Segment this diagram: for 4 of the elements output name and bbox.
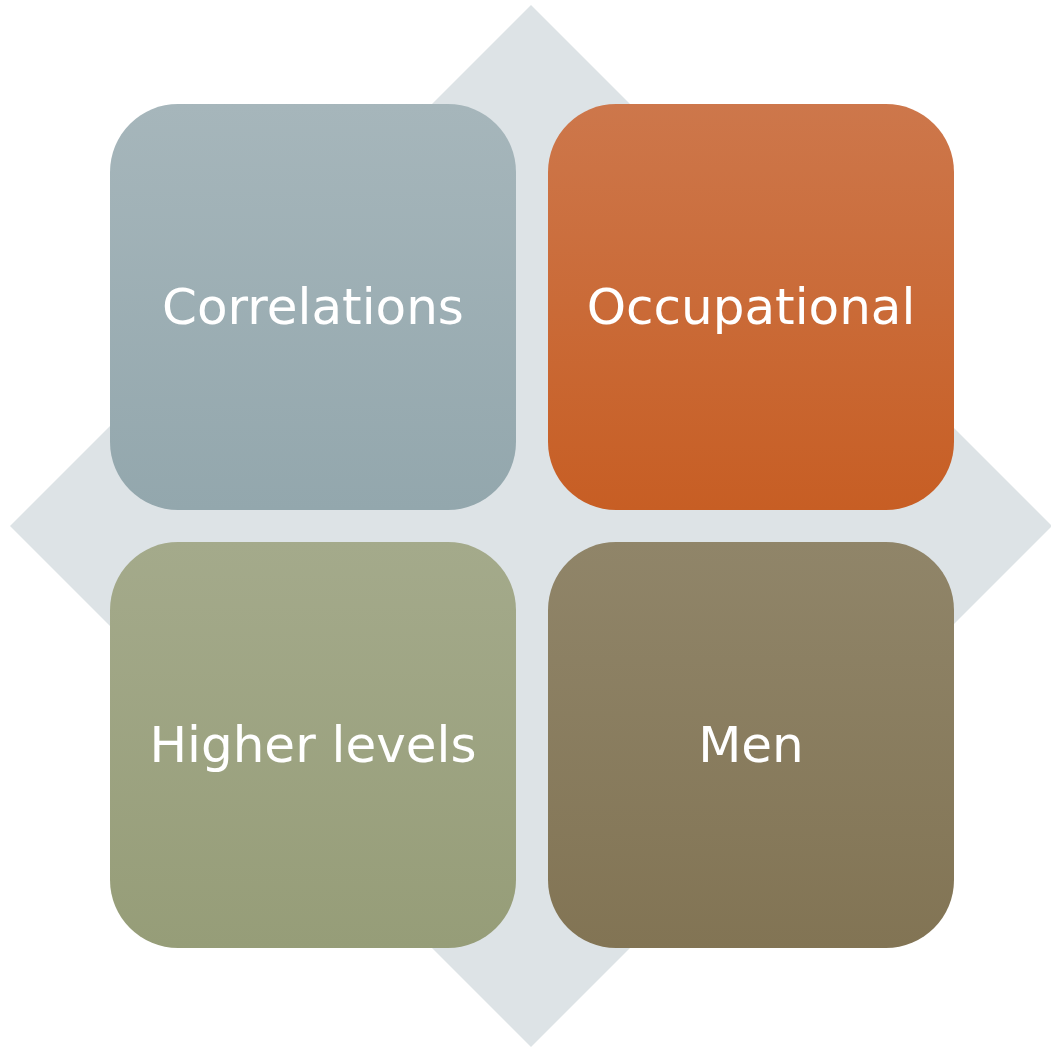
box-label: Occupational — [586, 278, 916, 336]
box-label: Men — [698, 716, 804, 774]
box-label: Higher levels — [149, 716, 477, 774]
box-label: Correlations — [162, 278, 464, 336]
